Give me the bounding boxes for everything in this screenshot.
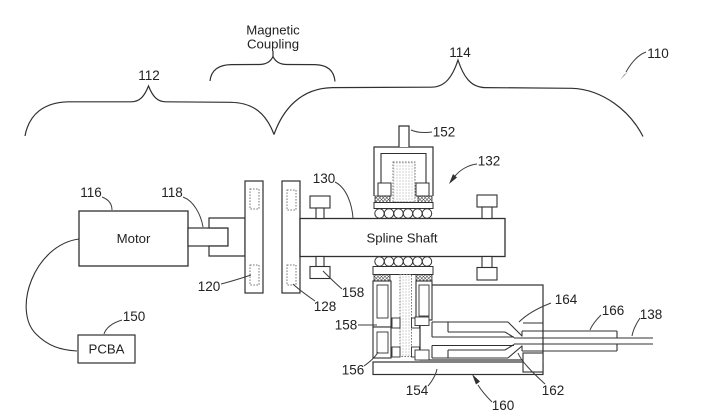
driven-magnet-bottom xyxy=(286,264,297,286)
block-stem xyxy=(315,255,325,268)
pcba-label: PCBA xyxy=(89,342,125,357)
liner-foot xyxy=(415,182,430,197)
ref-118: 118 xyxy=(161,185,183,200)
leader-158a xyxy=(322,270,343,290)
leader-138 xyxy=(631,317,641,337)
leader-118 xyxy=(182,196,204,228)
section-braces xyxy=(24,51,644,137)
ball-bearings-top xyxy=(374,208,433,219)
key-tab-152 xyxy=(398,125,410,147)
seal-hatch xyxy=(374,195,391,203)
leader-116 xyxy=(101,196,113,211)
arrowhead-132 xyxy=(449,174,457,184)
block-stem xyxy=(481,206,493,220)
spindle-notches xyxy=(391,316,430,361)
coupling-plates: 120 128 xyxy=(198,180,337,314)
leader-166 xyxy=(589,314,602,331)
arrowhead-110 xyxy=(620,71,628,80)
ref-116: 116 xyxy=(80,185,102,200)
base-plate xyxy=(372,361,544,376)
ref-154: 154 xyxy=(406,383,429,398)
leader-150 xyxy=(103,319,123,335)
top-labels: Magnetic Coupling 112 114 110 xyxy=(138,23,669,84)
block-stem xyxy=(481,255,493,269)
ref-160: 160 xyxy=(492,398,515,413)
ref-164: 164 xyxy=(555,292,578,307)
motor-shaft xyxy=(187,227,229,247)
leader-110 xyxy=(625,51,647,73)
spline-shaft xyxy=(299,217,506,258)
arrowhead-160 xyxy=(472,374,480,385)
housing-corner-block xyxy=(522,352,544,373)
lower-spindle-core xyxy=(399,274,412,357)
spline-shaft-label: Spline Shaft xyxy=(366,231,437,246)
outer-tube xyxy=(522,330,618,352)
brace-112 xyxy=(24,84,275,137)
block-cap xyxy=(476,194,498,208)
block-cap xyxy=(309,265,331,280)
leader-152 xyxy=(410,129,433,134)
ref-128: 128 xyxy=(314,299,337,314)
ref-120: 120 xyxy=(198,279,221,294)
block-cap xyxy=(309,195,331,209)
label-magnetic: Magnetic xyxy=(246,23,300,38)
right-pocket xyxy=(418,284,430,317)
ref-152: 152 xyxy=(433,125,456,140)
seal-hatch xyxy=(415,274,433,282)
ref-150: 150 xyxy=(123,309,146,324)
upper-inner-liner xyxy=(380,152,427,191)
ball-bearings-bottom xyxy=(374,256,433,267)
bearing-blocks xyxy=(309,194,498,281)
ref-158a: 158 xyxy=(342,285,365,300)
spline-shaft-section: Spline Shaft 130 xyxy=(299,171,506,258)
leader-154 xyxy=(427,368,438,387)
motor-section: Motor 116 118 PCBA 150 xyxy=(25,185,246,364)
ref-166: 166 xyxy=(602,303,625,318)
ref-158b: 158 xyxy=(335,318,358,333)
upper-spindle-core xyxy=(392,161,416,203)
ref-114: 114 xyxy=(449,45,471,60)
leader-164 xyxy=(518,302,552,323)
leader-128 xyxy=(292,283,316,302)
inner-member xyxy=(514,337,653,345)
leader-156 xyxy=(363,351,379,367)
feeder-housing: 164 166 138 162 154 160 xyxy=(372,284,663,413)
ref-130: 130 xyxy=(313,171,336,186)
leader-120 xyxy=(220,274,252,285)
ref-138: 138 xyxy=(640,307,663,322)
brace-114 xyxy=(273,58,644,137)
housing-channels xyxy=(431,321,543,360)
motor-label: Motor xyxy=(117,231,151,246)
driven-magnet-top xyxy=(286,189,297,211)
ref-112: 112 xyxy=(138,68,160,83)
leader-160 xyxy=(477,384,493,403)
drive-magnet-bottom xyxy=(249,264,260,286)
drive-magnet-top xyxy=(249,188,260,210)
ref-132: 132 xyxy=(478,154,501,169)
block-cap xyxy=(476,266,498,281)
leader-130 xyxy=(334,181,354,219)
lower-assembly: 158 156 xyxy=(335,256,434,378)
race-bar xyxy=(372,266,434,275)
ref-156: 156 xyxy=(342,363,365,378)
liner-foot xyxy=(377,182,392,197)
lower-left-pocket xyxy=(376,331,389,354)
leader-132 xyxy=(454,163,478,177)
left-pocket xyxy=(376,284,389,319)
label-coupling: Coupling xyxy=(247,37,299,52)
brace-magnetic-coupling xyxy=(209,55,336,82)
ref-162: 162 xyxy=(542,383,565,398)
seal-hatch xyxy=(417,195,433,203)
pcba-box xyxy=(77,334,136,364)
block-stem xyxy=(315,207,325,220)
leader-162 xyxy=(517,352,546,385)
seal-hatch xyxy=(373,274,391,282)
upper-assembly: 152 132 xyxy=(373,125,501,219)
race-bar xyxy=(373,202,434,209)
ref-110: 110 xyxy=(647,46,669,61)
motor-pcba-wire xyxy=(25,238,80,352)
